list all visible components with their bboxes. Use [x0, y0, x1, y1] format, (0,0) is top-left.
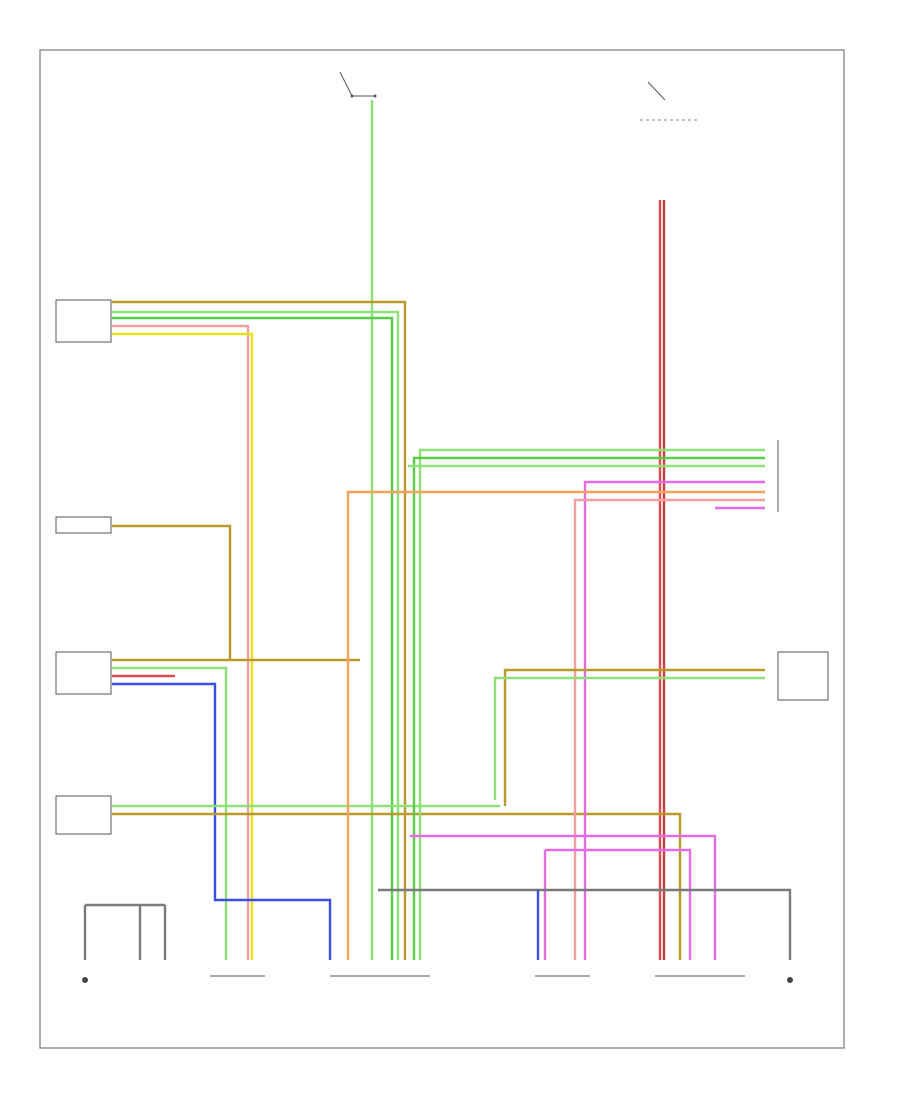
wire-lower-gray [378, 888, 792, 960]
wire-lower-violet [410, 834, 717, 960]
ground-left [82, 977, 88, 983]
airbag-control-module [777, 651, 829, 701]
stop-lamp-switch [339, 71, 377, 98]
wire-abs-pink [112, 324, 250, 960]
transmission-control-module [55, 795, 112, 835]
diagram-frame [39, 49, 845, 1049]
wire-ecm-violet [583, 480, 765, 960]
wire-ecm-green-2 [412, 456, 765, 960]
wire-lower-violet-2 [545, 848, 692, 960]
wire-abs-green-2 [112, 316, 394, 960]
wire-ecm-orange [346, 490, 765, 960]
wire-acm-tan [503, 668, 765, 806]
wire-ecm-green-1 [418, 448, 765, 960]
wire-meter-tan [112, 524, 232, 660]
wire-ecm-pink [573, 498, 765, 960]
wire-acm-green [493, 676, 765, 800]
wire-tcm-tan [112, 812, 682, 960]
ground-right [787, 977, 793, 983]
cruise-control-module [55, 651, 112, 695]
wire-abs-tan [112, 300, 407, 960]
wire-cruise-blue [112, 682, 332, 960]
wire-group [83, 100, 792, 960]
abs-control-module [55, 299, 112, 343]
diagnostic-connector [640, 81, 700, 121]
wire-abs-green [112, 310, 400, 960]
combination-meter [55, 516, 112, 534]
wire-abs-yellow [112, 332, 254, 960]
wire-cruise-green [112, 666, 228, 960]
